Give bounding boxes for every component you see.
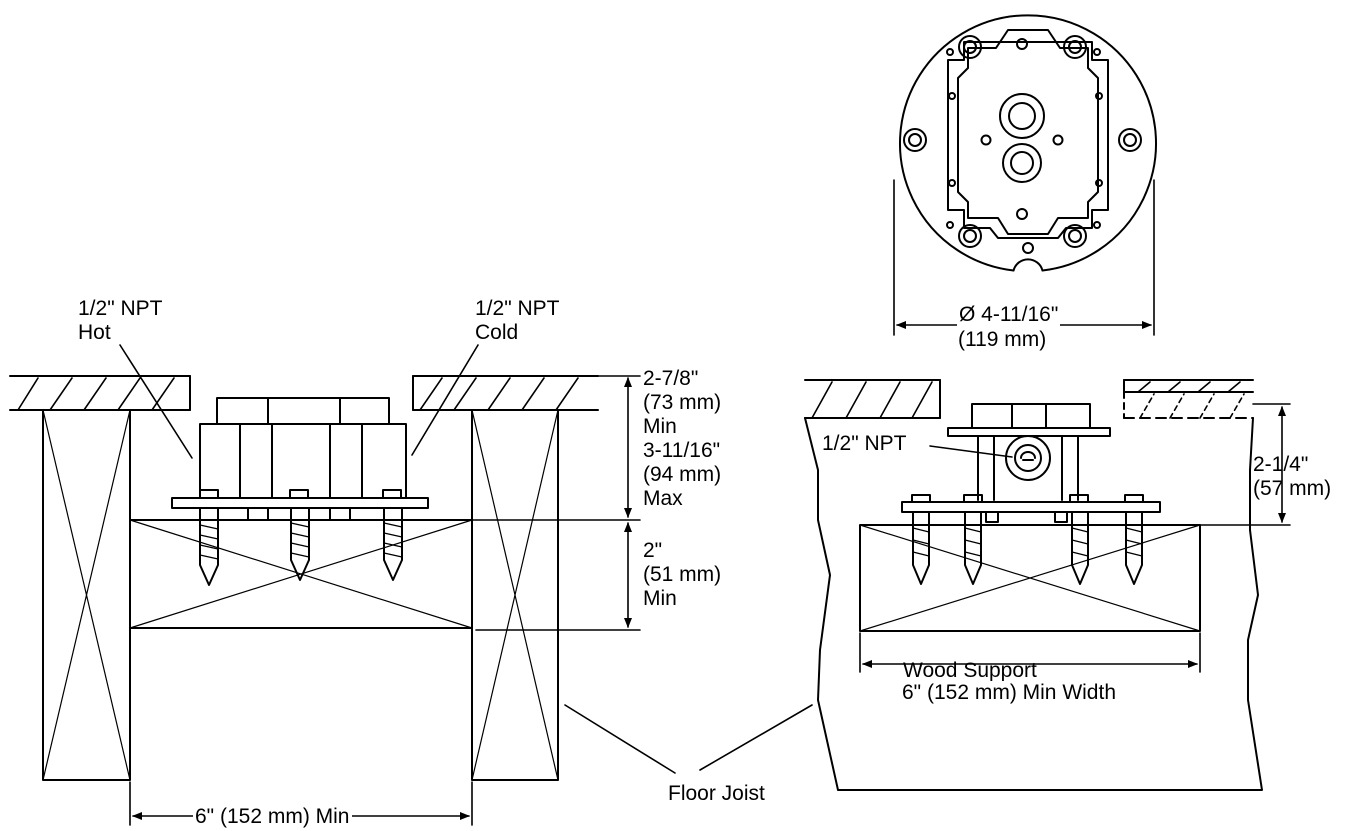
right-subfloor [805, 380, 1253, 418]
left-valve-body [172, 398, 428, 520]
depth-max-inches: 3-11/16" [643, 439, 721, 462]
left-wood-support [130, 520, 472, 628]
support-height-mm: (51 mm) [643, 563, 722, 586]
right-width-dimension [860, 633, 1200, 672]
wood-support-label: Wood Support [903, 659, 1037, 682]
right-wood-support [860, 525, 1200, 631]
left-screws [200, 508, 402, 585]
right-height-inches: 2-1/4" [1253, 453, 1309, 476]
depth-min-word: Min [643, 415, 677, 438]
right-height-mm: (57 mm) [1253, 477, 1332, 500]
wood-support-width-label: 6" (152 mm) Min Width [900, 681, 1118, 705]
hot-label: Hot [78, 321, 111, 344]
right-height-label: 2-1/4" (57 mm) [1253, 453, 1331, 501]
right-npt-leader [930, 446, 1012, 457]
cold-label: Cold [475, 321, 519, 344]
depth-min-mm: (73 mm) [643, 391, 722, 414]
hot-npt-size: 1/2" NPT [78, 297, 163, 320]
depth-dimension-label: 2-7/8" (73 mm) Min 3-11/16" (94 mm) Max [643, 367, 721, 511]
left-joist-2 [472, 410, 558, 780]
right-screws [913, 512, 1142, 584]
support-height-label: 2" (51 mm) Min [643, 539, 721, 611]
depth-min-inches: 2-7/8" [643, 367, 699, 390]
diameter-inches-label: Ø 4-11/16" [957, 303, 1061, 327]
cold-npt-label: 1/2" NPT Cold [475, 297, 559, 345]
joist-spacing-label: 6" (152 mm) Min [193, 805, 352, 829]
left-subfloor [10, 376, 598, 410]
left-leaders [120, 345, 478, 458]
right-npt-label: 1/2" NPT [822, 432, 907, 455]
diameter-mm-label: (119 mm) [958, 328, 1047, 351]
top-view-flange [900, 15, 1156, 270]
right-height-dimension [1200, 404, 1290, 525]
depth-max-word: Max [643, 487, 683, 510]
right-floor-joist [805, 418, 1262, 790]
right-valve-body [902, 404, 1160, 522]
floor-joist-leaders [565, 705, 812, 773]
floor-joist-label: Floor Joist [668, 782, 765, 805]
left-joist-1 [43, 410, 130, 780]
left-depth-dimension [410, 376, 640, 630]
hot-npt-label: 1/2" NPT Hot [78, 297, 162, 345]
support-height-min: Min [643, 587, 677, 610]
depth-max-mm: (94 mm) [643, 463, 722, 486]
cold-npt-size: 1/2" NPT [475, 297, 560, 320]
support-height-inches: 2" [643, 539, 663, 562]
